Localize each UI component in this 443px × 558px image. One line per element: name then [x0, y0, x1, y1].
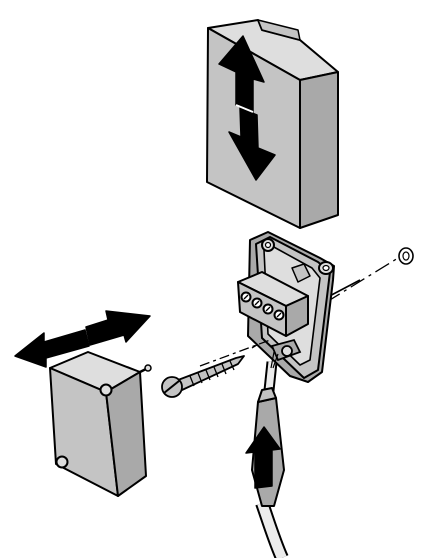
plate-left-arrow [14, 329, 90, 368]
screw [161, 339, 271, 398]
cover-up-arrow [218, 35, 265, 113]
cable-insert-arrow [245, 426, 281, 489]
cover-down-arrow [228, 104, 276, 181]
cable-clamp [270, 338, 302, 362]
plate-right-arrow [85, 310, 151, 346]
cover-cap [206, 19, 339, 229]
screw-axis-line [199, 339, 271, 367]
terminal-block [237, 271, 309, 337]
connector-plate [49, 351, 152, 497]
